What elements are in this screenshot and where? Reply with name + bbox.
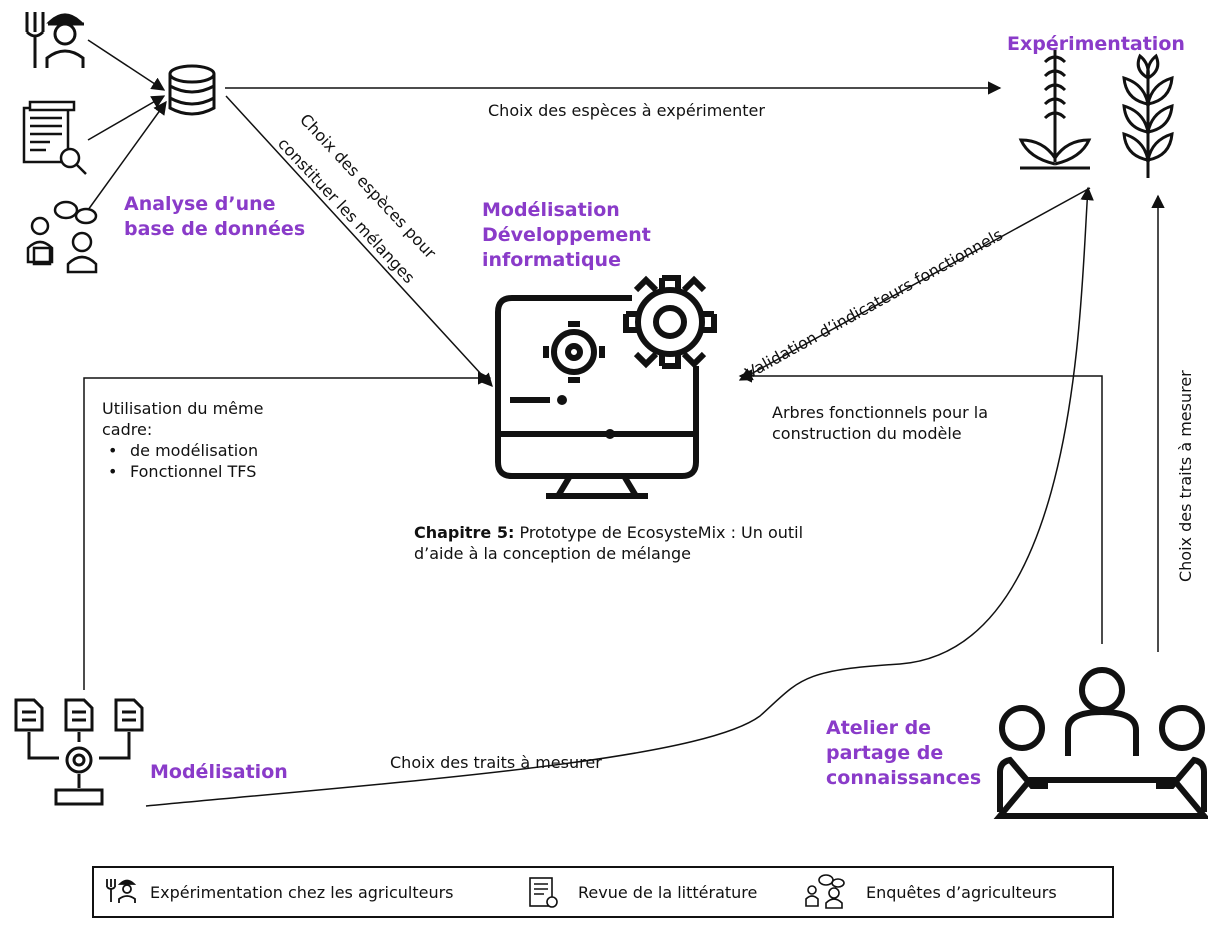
- legend-surveys: Enquêtes d’agriculteurs: [866, 883, 1057, 902]
- meeting-table-icon: [993, 667, 1208, 819]
- computer-gears-icon: [495, 275, 717, 499]
- edge-label-arbres: Arbres fonctionnels pour la construction…: [772, 403, 989, 443]
- utilisation-bullet: Fonctionnel TFS: [102, 461, 263, 482]
- database-icon: [168, 64, 216, 116]
- edge-modelisation-to-computer: [83, 371, 492, 690]
- edge-modelisation-to-experimentation: [145, 186, 1094, 807]
- edge-db-to-computer: [225, 95, 493, 387]
- wheat-plant-icon: [1018, 50, 1092, 170]
- node-analyse: Analyse d’une base de données: [124, 193, 306, 240]
- utilisation-bullet: de modélisation: [102, 440, 263, 461]
- legend-literature-icon: [529, 877, 558, 908]
- edge-validation: [738, 187, 1091, 381]
- chapter-number: Chapitre 5:: [414, 523, 515, 542]
- legend-farmer-fork-icon: [106, 879, 137, 903]
- farmer-fork-icon: [25, 12, 85, 68]
- legend: [92, 866, 1114, 918]
- edge-label-choix-traits-vertical: Choix des traits à mesurer: [1176, 370, 1195, 582]
- source-arrows: [87, 39, 167, 211]
- legend-survey-icon: [805, 874, 845, 909]
- legend-farmers-exp: Expérimentation chez les agriculteurs: [150, 883, 454, 902]
- wheat-ear-icon: [1122, 53, 1174, 178]
- chapter-text-2: d’aide à la conception de mélange: [414, 544, 691, 563]
- documents-workflow-icon: [14, 698, 144, 806]
- chapter-caption: Chapitre 5: Prototype de EcosysteMix : U…: [414, 522, 803, 564]
- edge-label-choix-traits-bottom: Choix des traits à mesurer: [390, 753, 602, 772]
- farmer-survey-icon: [26, 200, 98, 274]
- chapter-text-1: Prototype de EcosysteMix : Un outil: [514, 523, 804, 542]
- node-experimentation: Expérimentation: [1007, 33, 1185, 55]
- node-modelisation: Modélisation: [150, 761, 288, 783]
- edge-atelier-to-computer: [738, 369, 1103, 644]
- legend-literature: Revue de la littérature: [578, 883, 758, 902]
- edge-label-choix-experimenter: Choix des espèces à expérimenter: [488, 101, 765, 120]
- literature-review-icon: [22, 100, 87, 175]
- utilisation-note: Utilisation du même cadre: de modélisati…: [102, 398, 263, 482]
- node-modelisation-developpement: Modélisation Développement informatique: [482, 199, 651, 271]
- node-atelier: Atelier de partage de connaissances: [826, 717, 982, 789]
